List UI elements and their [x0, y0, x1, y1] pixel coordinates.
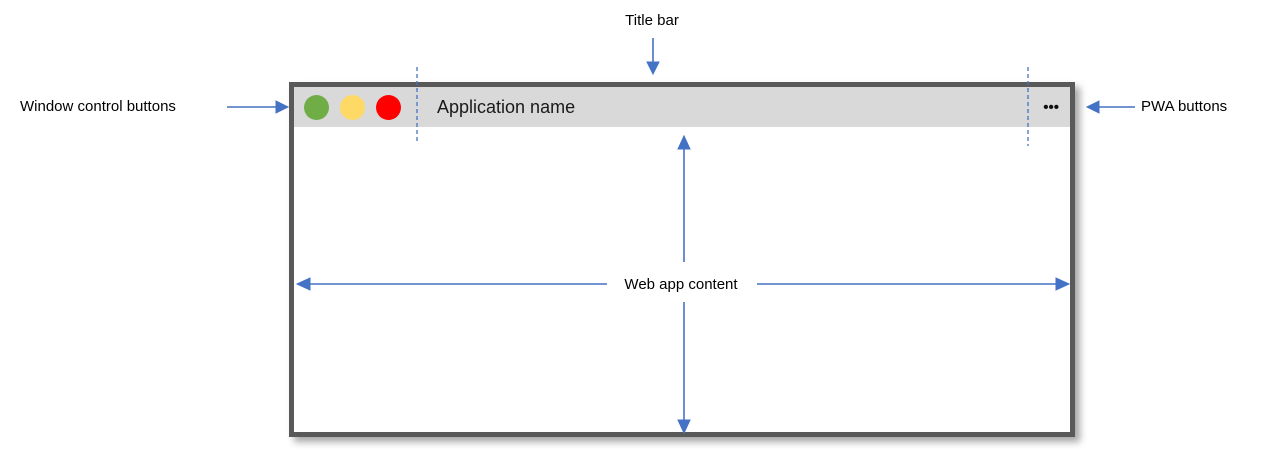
application-name: Application name: [437, 96, 576, 117]
web-app-content-label: Web app content: [624, 276, 738, 293]
web-app-content-area: [294, 127, 1070, 432]
window-control-buttons-arrow: [227, 100, 290, 114]
window-control-yellow-button[interactable]: [340, 94, 365, 120]
title-bar-label: Title bar: [625, 12, 679, 29]
window-control-buttons-label: Window control buttons: [20, 98, 176, 115]
window-control-green-button[interactable]: [304, 94, 329, 120]
pwa-buttons-arrow: [1085, 100, 1135, 114]
window-control-red-button[interactable]: [376, 94, 401, 120]
app-window: Application name •••: [289, 82, 1075, 437]
title-bar-arrow: [646, 38, 660, 76]
pwa-buttons-label: PWA buttons: [1141, 98, 1228, 115]
title-bar: Application name •••: [294, 87, 1070, 127]
pwa-menu-ellipsis-icon[interactable]: •••: [1043, 98, 1059, 116]
